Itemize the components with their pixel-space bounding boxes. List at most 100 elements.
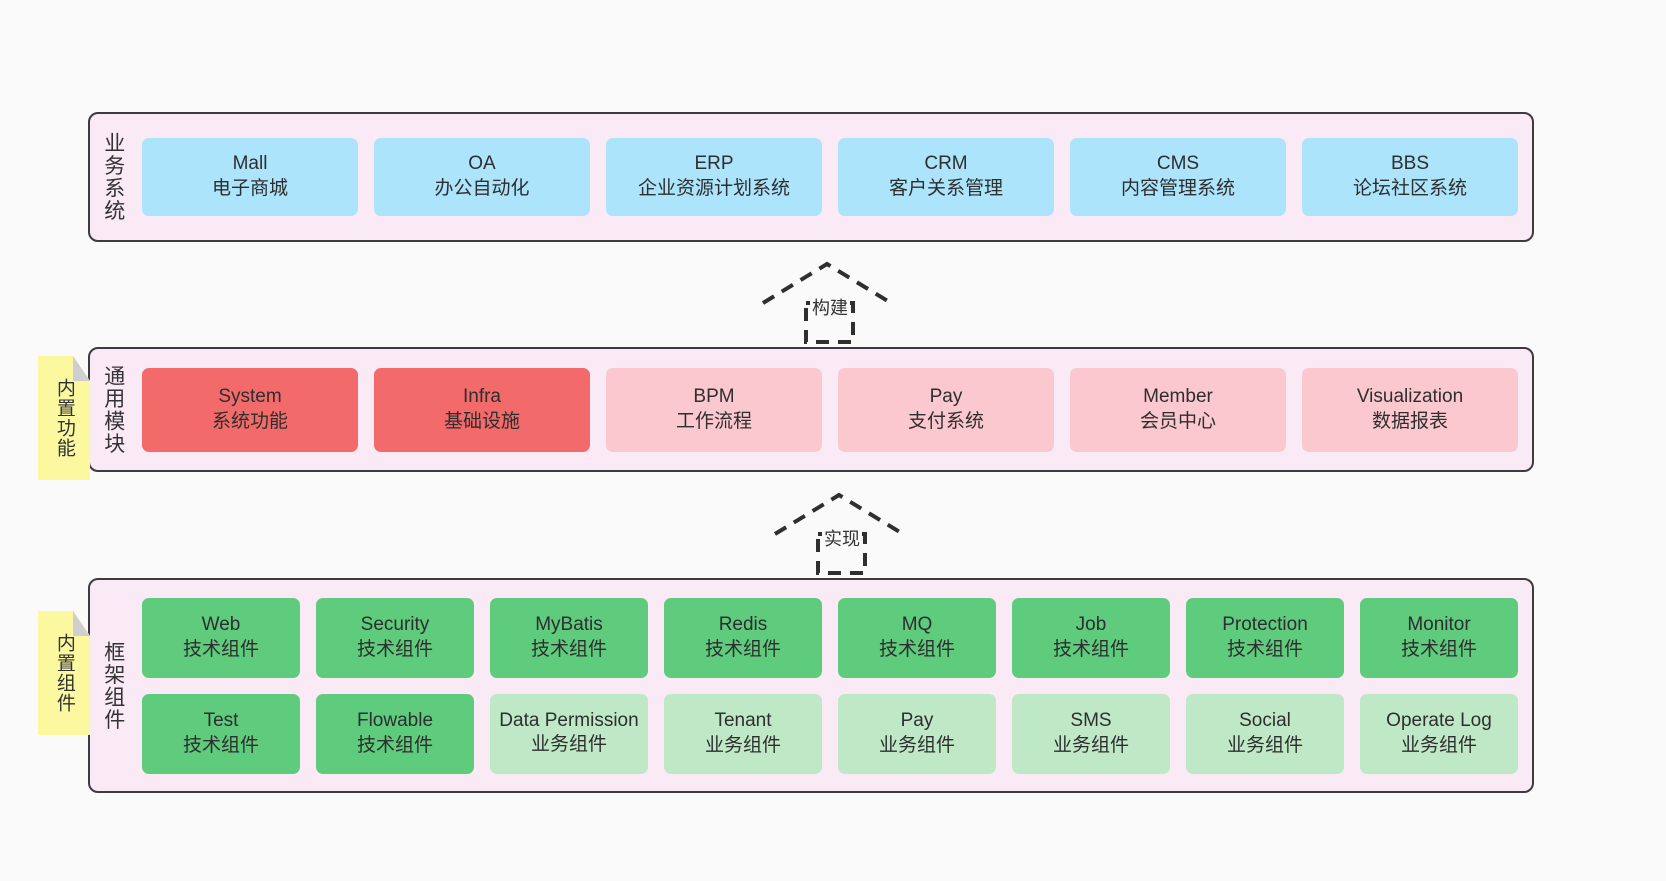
node-title: System [218,385,282,407]
layer-body-business-systems: Mall 电子商城 OA 办公自动化 ERP 企业资源计划系统 CRM 客户关系… [136,114,1532,240]
node-title: MQ [901,613,933,635]
node-title: Visualization [1356,385,1464,407]
node-title: Flowable [356,709,434,731]
node-visualization[interactable]: Visualization 数据报表 [1302,367,1518,452]
node-subtitle: 内容管理系统 [1120,178,1235,199]
node-subtitle: 技术组件 [530,638,607,660]
node-subtitle: 技术组件 [356,734,433,756]
node-title: Member [1143,385,1213,407]
node-subtitle: 论坛社区系统 [1352,178,1467,199]
layer-framework-components: 框架组件 Web 技术组件 Security 技术组件 MyBatis 技术组件… [88,578,1534,793]
node-flowable[interactable]: Flowable 技术组件 [316,693,474,774]
node-subtitle: 技术组件 [356,638,433,660]
node-subtitle: 办公自动化 [434,178,530,199]
node-row: Mall 电子商城 OA 办公自动化 ERP 企业资源计划系统 CRM 客户关系… [142,138,1518,216]
node-subtitle: 业务组件 [1400,734,1477,756]
node-title: Operate Log [1386,709,1492,731]
node-title: Monitor [1407,613,1471,635]
sticky-note-label: 内置功能 [53,378,75,458]
node-oa[interactable]: OA 办公自动化 [374,138,590,216]
node-member[interactable]: Member 会员中心 [1070,367,1286,452]
sticky-note-builtin-features: 内置功能 [38,356,90,480]
node-title: ERP [694,153,734,175]
node-operate-log[interactable]: Operate Log 业务组件 [1360,693,1518,774]
node-title: Infra [462,385,502,407]
node-security[interactable]: Security 技术组件 [316,597,474,678]
layer-title-common-modules: 通用模块 [101,364,125,455]
node-sms[interactable]: SMS 业务组件 [1012,693,1170,774]
node-subtitle: 企业资源计划系统 [637,178,790,199]
node-title: BPM [693,385,735,407]
connector-build: 构建 [760,258,900,344]
node-title: CMS [1156,153,1200,175]
node-subtitle: 客户关系管理 [888,178,1003,199]
node-data-permission[interactable]: Data Permission 业务组件 [490,693,648,774]
node-test[interactable]: Test 技术组件 [142,693,300,774]
node-bbs[interactable]: BBS 论坛社区系统 [1302,138,1518,216]
connector-implement-label: 实现 [822,525,862,551]
node-title: BBS [1390,153,1430,175]
sticky-note-label: 内置组件 [53,633,75,713]
node-row: Test 技术组件 Flowable 技术组件 Data Permission … [142,693,1518,774]
node-subtitle: 技术组件 [1052,638,1129,660]
node-row: System 系统功能 Infra 基础设施 BPM 工作流程 Pay 支付系统… [142,367,1518,452]
node-subtitle: 业务组件 [878,734,955,756]
layer-title-framework-components: 框架组件 [101,640,125,731]
node-infra[interactable]: Infra 基础设施 [374,367,590,452]
node-system[interactable]: System 系统功能 [142,367,358,452]
node-title: Data Permission [499,709,639,731]
node-social[interactable]: Social 业务组件 [1186,693,1344,774]
node-row: Web 技术组件 Security 技术组件 MyBatis 技术组件 Redi… [142,597,1518,678]
node-pay-component[interactable]: Pay 业务组件 [838,693,996,774]
node-subtitle: 电子商城 [211,178,288,199]
node-crm[interactable]: CRM 客户关系管理 [838,138,1054,216]
node-title: CRM [924,153,968,175]
node-subtitle: 技术组件 [1400,638,1477,660]
node-title: OA [468,153,496,175]
connector-implement: 实现 [772,489,912,575]
node-title: Mall [232,153,268,175]
layer-common-modules: 通用模块 System 系统功能 Infra 基础设施 BPM 工作流程 Pay… [88,347,1534,472]
node-title: Protection [1222,613,1308,635]
node-protection[interactable]: Protection 技术组件 [1186,597,1344,678]
node-title: Web [201,613,241,635]
node-title: Redis [718,613,768,635]
node-subtitle: 业务组件 [530,733,607,755]
layer-title-business-systems: 业务系统 [101,132,125,222]
node-title: Pay [900,709,934,731]
node-subtitle: 支付系统 [907,410,984,432]
node-erp[interactable]: ERP 企业资源计划系统 [606,138,822,216]
node-title: Job [1075,613,1107,635]
node-subtitle: 系统功能 [211,410,288,432]
node-subtitle: 业务组件 [1052,734,1129,756]
node-subtitle: 技术组件 [182,734,259,756]
node-cms[interactable]: CMS 内容管理系统 [1070,138,1286,216]
node-mq[interactable]: MQ 技术组件 [838,597,996,678]
node-monitor[interactable]: Monitor 技术组件 [1360,597,1518,678]
connector-build-label: 构建 [810,294,850,320]
node-subtitle: 工作流程 [675,410,752,432]
node-redis[interactable]: Redis 技术组件 [664,597,822,678]
node-title: Tenant [714,709,772,731]
node-pay-module[interactable]: Pay 支付系统 [838,367,1054,452]
sticky-note-builtin-components: 内置组件 [38,611,90,735]
layer-body-framework-components: Web 技术组件 Security 技术组件 MyBatis 技术组件 Redi… [136,580,1532,791]
node-title: Security [360,613,430,635]
node-job[interactable]: Job 技术组件 [1012,597,1170,678]
node-tenant[interactable]: Tenant 业务组件 [664,693,822,774]
node-subtitle: 基础设施 [443,410,520,432]
node-title: Pay [929,385,963,407]
node-mybatis[interactable]: MyBatis 技术组件 [490,597,648,678]
node-web[interactable]: Web 技术组件 [142,597,300,678]
node-title: Social [1239,709,1291,731]
node-subtitle: 会员中心 [1139,410,1216,432]
node-title: Test [203,709,239,731]
node-bpm[interactable]: BPM 工作流程 [606,367,822,452]
node-subtitle: 业务组件 [704,734,781,756]
node-title: SMS [1070,709,1112,731]
node-subtitle: 技术组件 [704,638,781,660]
node-subtitle: 技术组件 [1226,638,1303,660]
node-mall[interactable]: Mall 电子商城 [142,138,358,216]
layer-body-common-modules: System 系统功能 Infra 基础设施 BPM 工作流程 Pay 支付系统… [136,349,1532,470]
